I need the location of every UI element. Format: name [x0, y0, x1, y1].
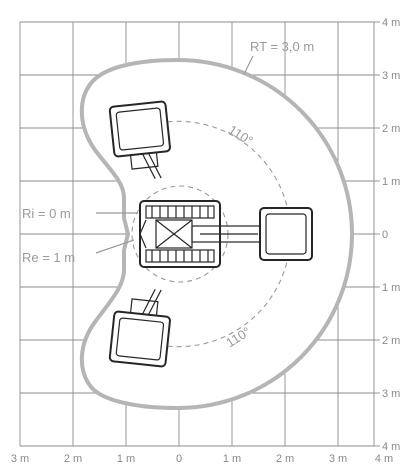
- basket-right: [259, 207, 313, 261]
- re-label: Re = 1 m: [22, 250, 75, 265]
- scale-bottom-label: 2 m: [276, 453, 294, 465]
- scale-right-label: 2 m: [382, 335, 400, 347]
- basket-bottom-left: [108, 289, 171, 368]
- basket-top-left: [108, 100, 171, 179]
- rotation-arc-top: [149, 120, 291, 226]
- scale-right-label: 0: [382, 229, 388, 241]
- scale-right-label: 3 m: [382, 388, 400, 400]
- scale-right-label: 1 m: [382, 282, 400, 294]
- rotation-arc-bottom: [149, 242, 291, 348]
- scale-bottom-label: 1 m: [117, 453, 135, 465]
- scale-right-label: 4 m: [382, 17, 400, 29]
- scale-bottom-label: 2 m: [64, 453, 82, 465]
- scale-right-label: 1 m: [382, 176, 400, 188]
- scale-bottom-label: 0: [176, 453, 182, 465]
- scale-bottom-label: 3 m: [11, 453, 29, 465]
- rt-leader: [243, 55, 254, 75]
- rt-label: RT = 3,0 m: [250, 39, 314, 54]
- scale-bottom-label: 4 m: [375, 453, 393, 465]
- scale-right-label: 2 m: [382, 123, 400, 135]
- scale-right-label: 4 m: [382, 441, 400, 453]
- scale-right-label: 3 m: [382, 70, 400, 82]
- scale-bottom-label: 3 m: [329, 453, 347, 465]
- bottom-scale: 3 m 2 m 1 m 0 1 m 2 m 3 m 4 m: [11, 453, 393, 465]
- re-leader: [95, 239, 135, 254]
- ri-label: Ri = 0 m: [22, 206, 71, 221]
- right-scale: 4 m 3 m 2 m 1 m 0 1 m 2 m 3 m 4 m: [382, 17, 400, 453]
- scale-bottom-label: 1 m: [223, 453, 241, 465]
